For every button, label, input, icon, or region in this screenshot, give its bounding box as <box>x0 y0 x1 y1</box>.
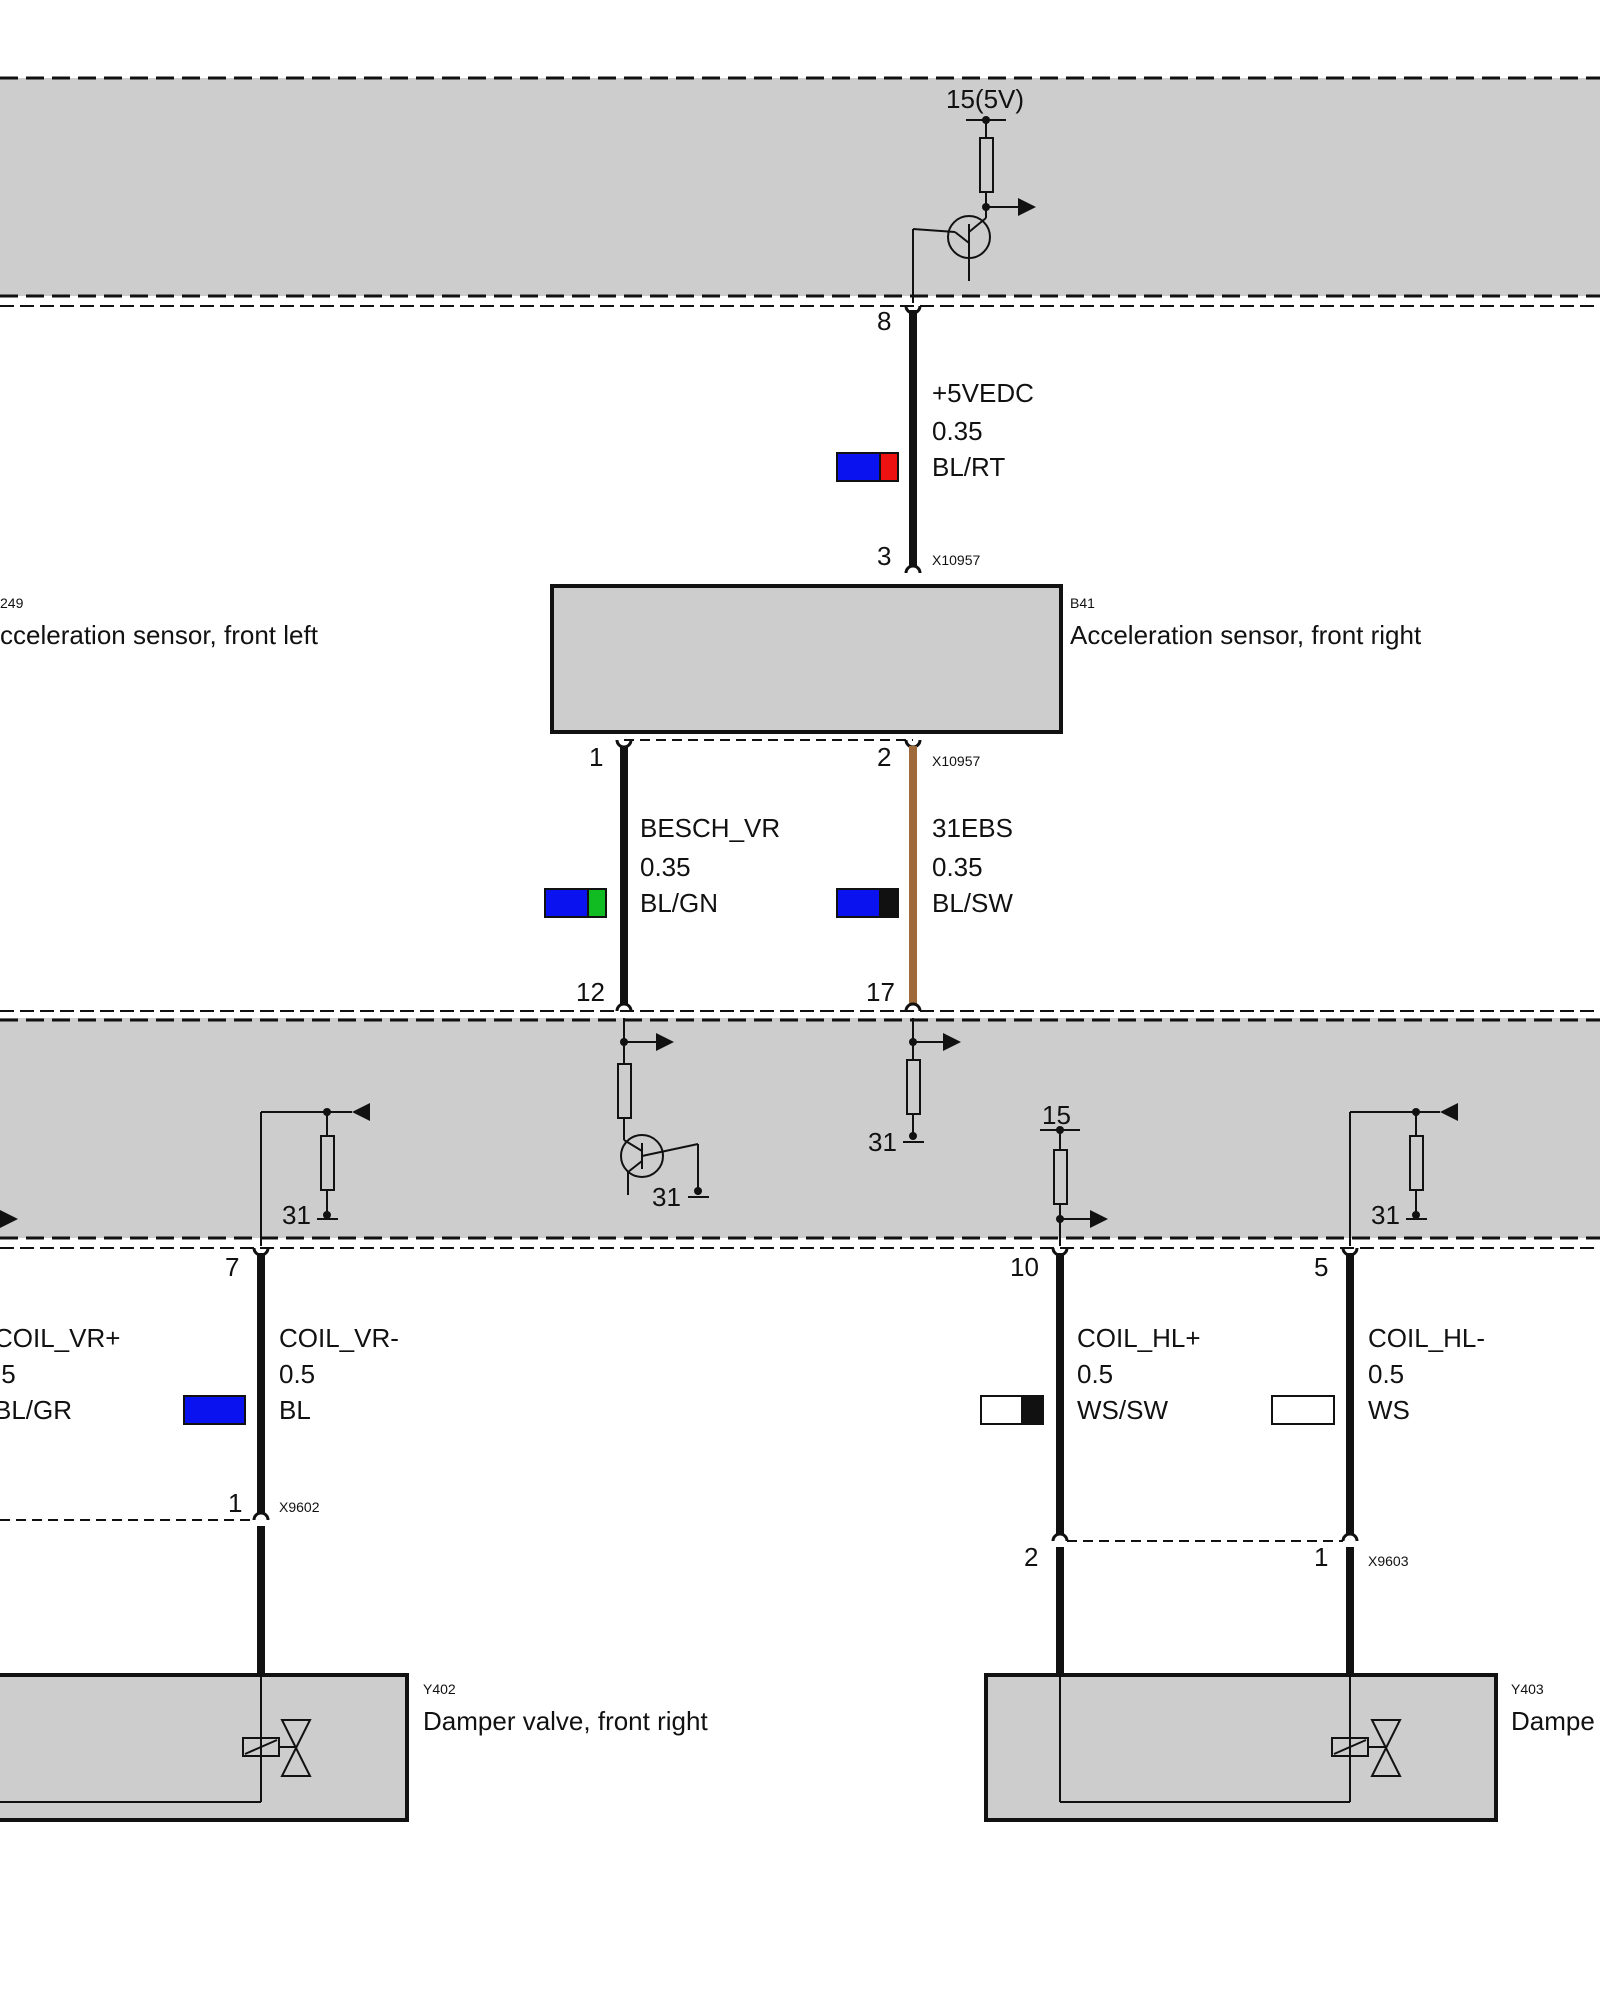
wire-ebs-gauge: 0.35 <box>932 852 983 882</box>
acceleration-sensor-front-left: 249 cceleration sensor, front left <box>0 595 319 650</box>
wire-besch-signal: BESCH_VR <box>640 813 780 843</box>
wire-31ebs: 2 X10957 31EBS 0.35 BL/SW 17 <box>836 739 1013 1012</box>
pin12-output-arrow-icon <box>656 1033 674 1051</box>
wire-coil-vr-plus-gauge: .5 <box>0 1359 16 1389</box>
wire-coil-vr-minus-gauge: 0.5 <box>279 1359 315 1389</box>
wire-coil-vr-plus: COIL_VR+ .5 BL/GR <box>0 1323 120 1425</box>
valve-y403-name: Dampe <box>1511 1706 1595 1736</box>
ground-label-a: 31 <box>282 1200 311 1230</box>
wire-color-swatch-ws <box>1271 1395 1335 1425</box>
wire-coil-hl-plus-pin-top: 10 <box>1010 1252 1039 1282</box>
sensor-right-id: B41 <box>1070 595 1095 611</box>
wire-coil-vr-minus-color: BL <box>279 1395 311 1425</box>
sensor-right-name: Acceleration sensor, front right <box>1070 620 1422 650</box>
wire-5vedc-gauge: 0.35 <box>932 416 983 446</box>
wire-ebs-color: BL/SW <box>932 888 1013 918</box>
wire-ebs-connector: X10957 <box>932 753 980 769</box>
valve-y402-body <box>0 1673 409 1822</box>
wire-coil-hl-minus-gauge: 0.5 <box>1368 1359 1404 1389</box>
sense-circuit-pin12: 31 <box>617 1018 709 1212</box>
top-output-arrow <box>1018 198 1036 216</box>
wire-besch-pin-bottom: 12 <box>576 977 605 1007</box>
pin10-output-arrow-icon <box>1090 1210 1108 1228</box>
sensor-left-name: cceleration sensor, front left <box>0 620 319 650</box>
valve-y403-body <box>984 1673 1498 1822</box>
pin7-input-arrow-icon <box>352 1103 370 1121</box>
middle-control-module: 31 31 <box>0 1010 1600 1249</box>
top-supply-label: 15(5V) <box>946 84 1024 114</box>
wire-coil-hl-minus-connector: X9603 <box>1368 1553 1409 1569</box>
ground-label-c: 31 <box>868 1127 897 1157</box>
damper-valve-front-right: Y402 Damper valve, front right <box>0 1673 708 1822</box>
wire-coil-hl-plus-gauge: 0.5 <box>1077 1359 1113 1389</box>
wire-coil-vr-minus-connector: X9602 <box>279 1499 320 1515</box>
sensor-body <box>550 584 1063 734</box>
valve-y402-id: Y402 <box>423 1681 456 1697</box>
top-control-module: 15(5V) 8 <box>0 76 1600 336</box>
wire-5vedc: +5VEDC 0.35 BL/RT 3 X10957 <box>836 305 1034 574</box>
wire-ebs-pin-top: 2 <box>877 742 891 772</box>
valve-y403-valve-icon <box>1370 1719 1402 1777</box>
pin17-output-arrow-icon <box>943 1033 961 1051</box>
wire-coil-hl-minus: 5 COIL_HL- 0.5 WS 1 X9603 <box>1067 1247 1485 1676</box>
valve-y402-name: Damper valve, front right <box>423 1706 708 1736</box>
wire-5vedc-color: BL/RT <box>932 452 1005 482</box>
wire-coil-vr-minus-signal: COIL_VR- <box>279 1323 399 1353</box>
wire-ebs-signal: 31EBS <box>932 813 1013 843</box>
wire-color-swatch-bl-rt <box>836 452 899 482</box>
wire-coil-hl-plus-pin-bottom: 2 <box>1024 1542 1038 1572</box>
ground-label-d: 31 <box>1371 1200 1400 1230</box>
wire-color-swatch-ws-sw <box>980 1395 1044 1425</box>
wire-coil-vr-plus-color: BL/GR <box>0 1395 72 1425</box>
pullup-circuit-pin7: 31 <box>260 1103 370 1246</box>
valve-y403-id: Y403 <box>1511 1681 1544 1697</box>
wire-coil-hl-minus-pin-bottom: 1 <box>1314 1542 1328 1572</box>
middle-transistor-icon <box>620 1134 664 1178</box>
wire-coil-vr-minus: 7 COIL_VR- 0.5 BL 1 X9602 <box>0 1247 399 1676</box>
sensor-left-id: 249 <box>0 595 24 611</box>
top-module-body <box>0 78 1600 296</box>
wire-coil-vr-minus-pin-top: 7 <box>225 1252 239 1282</box>
wire-besch-color: BL/GN <box>640 888 718 918</box>
acceleration-sensor-front-right: B41 Acceleration sensor, front right <box>550 584 1422 734</box>
ground-circuit-pin17: 31 <box>868 1018 961 1157</box>
wire-coil-hl-minus-pin-top: 5 <box>1314 1252 1328 1282</box>
pin5-input-arrow-icon <box>1440 1103 1458 1121</box>
wire-color-swatch-bl <box>183 1395 246 1425</box>
wire-coil-hl-minus-signal: COIL_HL- <box>1368 1323 1485 1353</box>
wire-besch-gauge: 0.35 <box>640 852 691 882</box>
valve-y402-valve-icon <box>280 1719 312 1777</box>
wire-5vedc-pin-bottom: 3 <box>877 541 891 571</box>
wire-coil-hl-plus-signal: COIL_HL+ <box>1077 1323 1201 1353</box>
wire-coil-vr-plus-signal: COIL_VR+ <box>0 1323 120 1353</box>
damper-valve-y403: Y403 Dampe <box>984 1673 1595 1822</box>
middle-left-arrow-icon <box>0 1210 18 1228</box>
supply-circuit-pin10: 15 <box>1040 1100 1108 1246</box>
pullup-circuit-pin5: 31 <box>1349 1103 1458 1246</box>
supply-label-15: 15 <box>1042 1100 1071 1130</box>
ground-label-b: 31 <box>652 1182 681 1212</box>
top-module-pin: 8 <box>877 306 891 336</box>
wire-coil-hl-plus: 10 COIL_HL+ 0.5 WS/SW 2 <box>980 1247 1201 1676</box>
wire-ebs-pin-bottom: 17 <box>866 977 895 1007</box>
wire-color-swatch-bl-gn <box>544 888 607 918</box>
wire-coil-hl-minus-color: WS <box>1368 1395 1410 1425</box>
wire-color-swatch-bl-sw <box>836 888 899 918</box>
middle-module-body <box>0 1018 1600 1238</box>
wire-coil-vr-minus-pin-bottom: 1 <box>228 1488 242 1518</box>
wire-5vedc-signal: +5VEDC <box>932 378 1034 408</box>
wire-coil-hl-plus-color: WS/SW <box>1077 1395 1168 1425</box>
wire-besch-vr: 1 BESCH_VR 0.35 BL/GN 12 <box>544 739 780 1012</box>
wire-5vedc-connector: X10957 <box>932 552 980 568</box>
wire-besch-pin-top: 1 <box>589 742 603 772</box>
